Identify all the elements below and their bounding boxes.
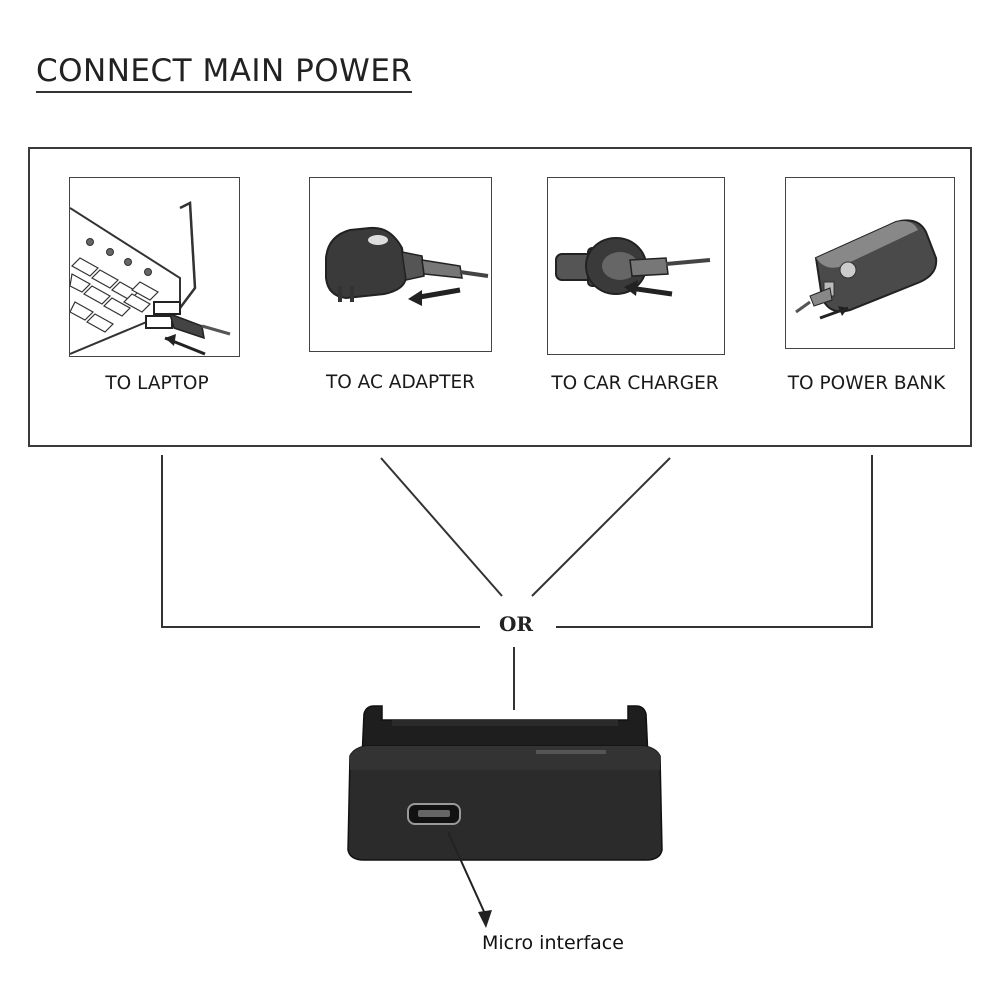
option-label-ac-adapter: TO AC ADAPTER [325,372,476,393]
option-label-laptop: TO LAPTOP [105,373,209,394]
power-options-panel [28,147,972,447]
power-bank-icon [785,177,955,349]
or-label: OR [488,612,544,636]
ac-adapter-icon [309,177,492,352]
page-title: CONNECT MAIN POWER [36,56,413,93]
micro-interface-label: Micro interface [482,932,624,954]
micro-usb-port-icon [407,803,461,825]
laptop-usb-icon [69,177,240,357]
battery-charger-dock-icon [340,700,670,865]
car-charger-icon [547,177,725,355]
option-label-power-bank: TO POWER BANK [787,373,946,394]
option-label-car-charger: TO CAR CHARGER [551,373,719,394]
